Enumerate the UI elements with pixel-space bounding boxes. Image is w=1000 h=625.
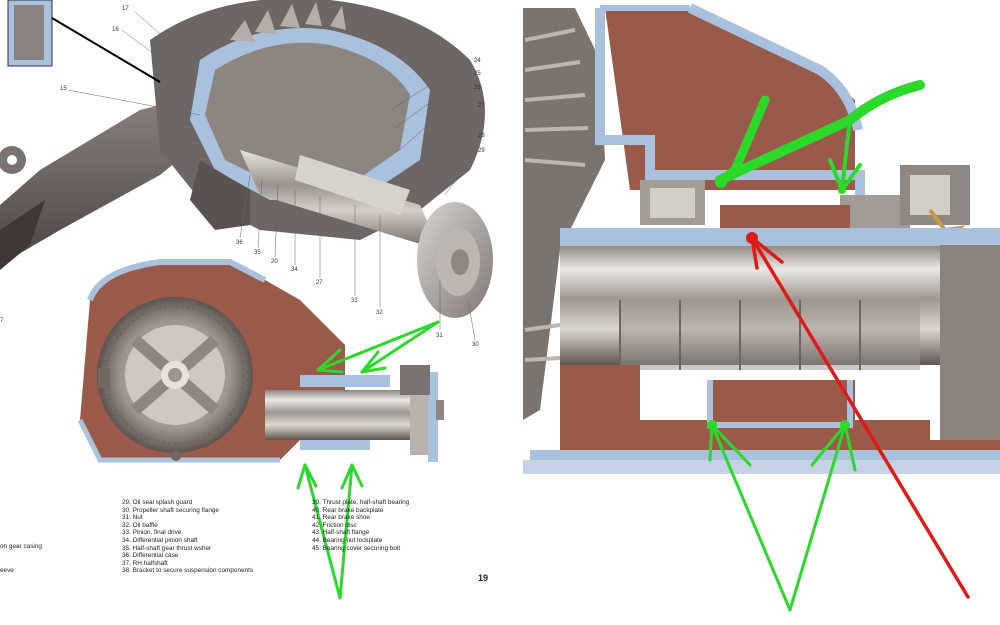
callout-number: 28 xyxy=(478,133,485,139)
legend-left-fragment: on gear casing eeve xyxy=(0,543,42,574)
zoomed-section-illustration xyxy=(523,3,1000,474)
legend-item: 41. Rear brake shoe xyxy=(312,514,370,522)
callout-number: 33 xyxy=(351,298,358,304)
callout-number: 17 xyxy=(122,6,129,12)
callout-number: 27 xyxy=(478,103,485,109)
callout-number: 29 xyxy=(478,148,485,154)
legend-item: 32. Oil baffle xyxy=(122,521,158,529)
callout-number: 15 xyxy=(60,86,67,92)
legend-item: 44. Bearing nut lockplate xyxy=(312,536,383,544)
callout-number: 25 xyxy=(474,71,481,77)
differential-section-illustration xyxy=(77,259,444,463)
red-marker-dot xyxy=(746,232,758,244)
legend-item: on gear casing xyxy=(0,543,42,550)
callout-numbers: 17 16 15 24 25 26 27 28 29 36 35 20 34 2… xyxy=(0,6,485,348)
callout-number: 27 xyxy=(316,280,323,286)
legend-item: 36. Differential case xyxy=(122,552,179,560)
legend-item: 34. Differential pinion shaft xyxy=(122,536,198,544)
callout-number: 31 xyxy=(436,333,443,339)
callout-number: 32 xyxy=(376,310,383,316)
legend-item: 33. Pinion, final drive xyxy=(122,529,182,537)
legend-item: 35. Half-shaft gear thrust wsher xyxy=(122,544,212,552)
green-marker-dot xyxy=(840,420,850,430)
green-annotation-arrows-left xyxy=(296,320,440,600)
legend-item: 40. Rear brake backplate xyxy=(312,506,384,514)
callout-number: 36 xyxy=(236,240,243,246)
green-marker-dot xyxy=(838,186,846,194)
legend-item: 42. Friction disc xyxy=(312,521,357,529)
callout-number: 24 xyxy=(474,58,481,64)
legend-item: 39. Thrust plate, half-shaft bearing xyxy=(312,499,410,506)
legend-column-a: 29. Oil seal splash guard 30. Propeller … xyxy=(122,499,253,575)
legend-column-b: 39. Thrust plate, half-shaft bearing 40.… xyxy=(312,499,409,552)
callout-number: 7 xyxy=(0,318,4,324)
legend-item: 38. Bracket to secure suspension compone… xyxy=(122,567,254,575)
legend-item: 43. Half-shaft flange xyxy=(312,529,370,537)
legend-item: 31. Nut xyxy=(122,514,143,522)
callout-number: 34 xyxy=(291,267,298,273)
axle-cutaway-illustration: 17 16 15 24 25 26 27 28 29 36 35 20 34 2… xyxy=(0,0,493,348)
legend-item: 30. Propeller shaft securing flange xyxy=(122,506,219,514)
green-marker-dot xyxy=(707,420,717,430)
green-marker-dot xyxy=(715,176,727,188)
legend-item: 37. RH halfshaft xyxy=(122,559,168,567)
legend-item: eeve xyxy=(0,566,14,574)
callout-number: 30 xyxy=(472,342,479,348)
callout-number: 16 xyxy=(112,27,119,33)
legend-item: 29. Oil seal splash guard xyxy=(122,499,193,506)
callout-number: 26 xyxy=(474,85,481,91)
callout-number: 35 xyxy=(254,250,261,256)
page-number: 19 xyxy=(478,573,489,583)
legend-item: 45. Bearing cover securing bolt xyxy=(312,544,401,552)
callout-number: 20 xyxy=(271,259,278,265)
